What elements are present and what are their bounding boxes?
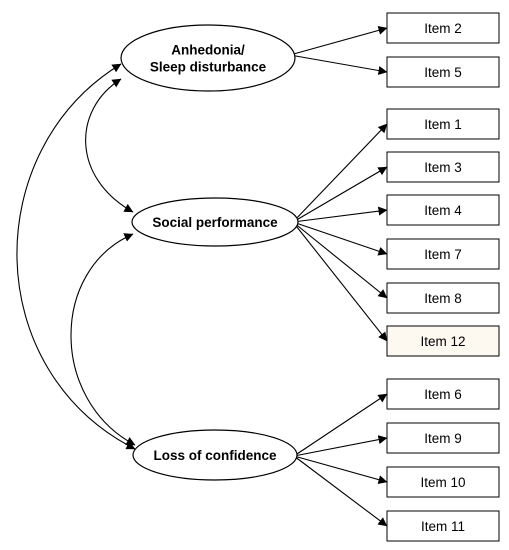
item-label: Item 1 (424, 117, 462, 132)
item-item-8: Item 8 (386, 282, 500, 314)
item-item-7: Item 7 (386, 238, 500, 270)
loading-arrow-item-10 (293, 455, 388, 485)
item-label: Item 4 (424, 203, 462, 218)
item-label: Item 9 (424, 431, 462, 446)
item-label: Item 8 (424, 291, 462, 306)
item-box (386, 466, 500, 498)
factor-ellipse (120, 24, 296, 92)
item-item-3: Item 3 (386, 151, 500, 183)
item-box (386, 378, 500, 410)
loading-arrow-item-12 (292, 221, 388, 342)
item-box (386, 194, 500, 226)
item-label: Item 2 (424, 21, 462, 36)
loading-arrow-item-3 (292, 166, 388, 223)
factor-ellipse (131, 197, 299, 247)
factor-label: Sleep disturbance (150, 60, 267, 75)
item-item-5: Item 5 (386, 56, 500, 88)
item-label: Item 7 (424, 247, 462, 262)
item-label: Item 11 (421, 519, 465, 534)
items-layer: Item 2 Item 5 Item 1 Item 3 Item 4 Item 7 Item… (386, 12, 500, 542)
loadings-layer (289, 25, 388, 527)
item-item-6: Item 6 (386, 378, 500, 410)
item-box (386, 325, 500, 357)
loading-arrow-item-2 (289, 25, 388, 56)
item-box (386, 56, 500, 88)
factor-label: Social performance (152, 215, 278, 230)
loading-arrow-item-4 (292, 206, 388, 223)
item-box (386, 151, 500, 183)
factor-label: Anhedonia/ (171, 43, 245, 58)
factor-ellipse (132, 429, 298, 481)
loading-arrow-item-7 (292, 221, 388, 256)
item-item-4: Item 4 (386, 194, 500, 226)
item-item-9: Item 9 (386, 422, 500, 454)
item-label: Item 6 (424, 387, 462, 402)
correlations-layer (16, 63, 136, 450)
item-item-10: Item 10 (386, 466, 500, 498)
item-box (386, 12, 500, 44)
loading-arrow-item-5 (289, 54, 388, 75)
correlation-social-confidence (70, 233, 136, 446)
factor-label: Loss of confidence (153, 448, 277, 463)
item-item-11: Item 11 (386, 510, 500, 542)
loading-arrow-item-9 (293, 435, 388, 457)
item-box (386, 238, 500, 270)
factor-anhedonia: Anhedonia/Sleep disturbance (120, 24, 296, 92)
factor-confidence: Loss of confidence (132, 429, 298, 481)
correlation-anhedonia-confidence (16, 63, 136, 450)
loading-arrow-item-8 (292, 221, 388, 299)
item-box (386, 108, 500, 140)
item-box (386, 510, 500, 542)
correlation-anhedonia-social (85, 78, 134, 213)
item-label: Item 3 (424, 160, 462, 175)
item-label: Item 10 (420, 475, 465, 490)
item-box (386, 282, 500, 314)
item-item-1: Item 1 (386, 108, 500, 140)
item-item-2: Item 2 (386, 12, 500, 44)
loading-arrow-item-11 (293, 455, 388, 527)
item-box (386, 422, 500, 454)
factor-social: Social performance (131, 197, 299, 247)
item-label: Item 12 (420, 334, 465, 349)
loading-arrow-item-6 (293, 393, 388, 457)
item-item-12: Item 12 (386, 325, 500, 357)
loading-arrow-item-1 (292, 123, 388, 223)
item-label: Item 5 (424, 65, 462, 80)
